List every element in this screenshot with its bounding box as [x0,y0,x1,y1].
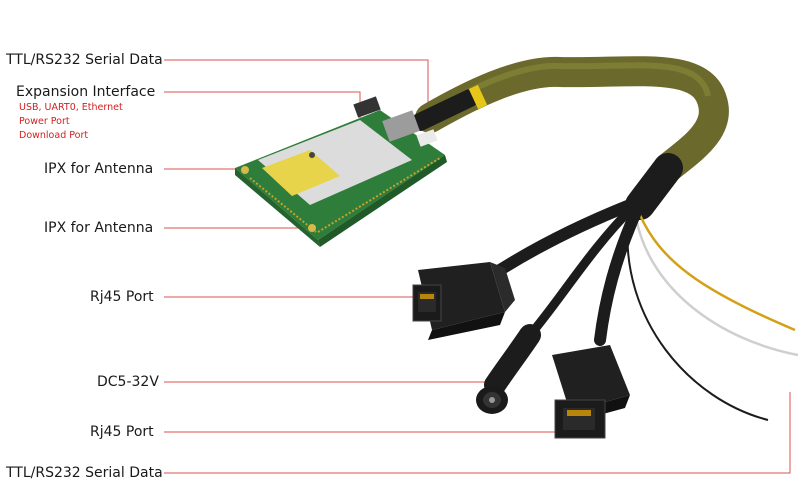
braided-cable [415,56,729,183]
serial-connector-board [416,129,438,147]
cable-rj45-2 [594,206,642,346]
label-expansion-item-download: Download Port [19,130,89,141]
pcb-module [235,96,447,247]
yellow-tag [468,84,488,110]
rj45-jack-board [382,110,420,142]
wire-black [626,219,769,421]
ipx-connector-2 [308,224,316,232]
label-ttl-serial-top: TTL/RS232 Serial Data [6,52,163,68]
black-cable-segment [411,89,479,131]
cable-dc [525,203,637,340]
label-ipx-antenna-2: IPX for Antenna [44,220,154,236]
ipx-connector-1 [241,166,249,174]
label-expansion-item-power: Power Port [19,116,70,127]
shield-hole [309,152,315,158]
label-ipx-antenna-1: IPX for Antenna [44,161,154,177]
dc-jack [476,324,541,414]
label-expansion-interface: Expansion Interface [16,84,156,100]
rj45-connector-1 [412,262,515,340]
label-expansion-item-usb: USB, UART0, Ethernet [19,102,123,113]
cable-rj45-1 [494,199,636,276]
label-rj45-port-1: Rj45 Port [90,289,154,305]
wire-white [634,217,799,357]
label-dc-power: DC5-32V [97,374,159,390]
pin-header [353,96,381,118]
leader-expansion [164,91,361,118]
label-ttl-serial-bottom: TTL/RS232 Serial Data [6,465,163,481]
pcb-edge [318,155,447,247]
pcb-edge-left [235,168,320,247]
splitter-body [625,153,683,220]
leader-ttl-top [164,59,429,115]
rj45-connector-2 [552,345,630,439]
wire-yellow [638,214,796,332]
rf-shield-label [262,150,340,196]
leader-ttl-bottom [164,392,791,474]
label-rj45-port-2: Rj45 Port [90,424,154,440]
leader-lines [164,59,791,474]
